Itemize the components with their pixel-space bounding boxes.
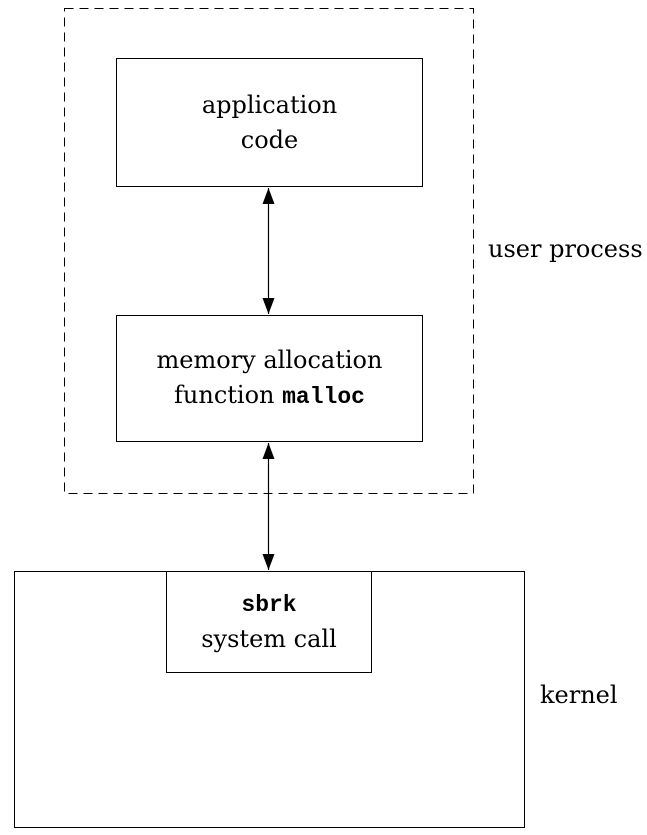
sbrk-function-name: sbrk bbox=[241, 592, 297, 618]
user-process-label: user process bbox=[488, 235, 643, 263]
application-code-line2: code bbox=[240, 125, 299, 154]
malloc-function-name: malloc bbox=[282, 383, 365, 410]
application-code-line1: application bbox=[201, 90, 338, 119]
application-code-box: application code bbox=[116, 58, 423, 187]
malloc-box-line2-text: function bbox=[174, 380, 283, 409]
sbrk-box: sbrk system call bbox=[166, 571, 372, 673]
kernel-label: kernel bbox=[540, 681, 618, 709]
malloc-box: memory allocation function malloc bbox=[116, 315, 423, 442]
sbrk-box-line2: system call bbox=[201, 625, 337, 653]
malloc-box-line1: memory allocation bbox=[156, 345, 383, 374]
malloc-box-line2: function malloc bbox=[174, 378, 365, 415]
